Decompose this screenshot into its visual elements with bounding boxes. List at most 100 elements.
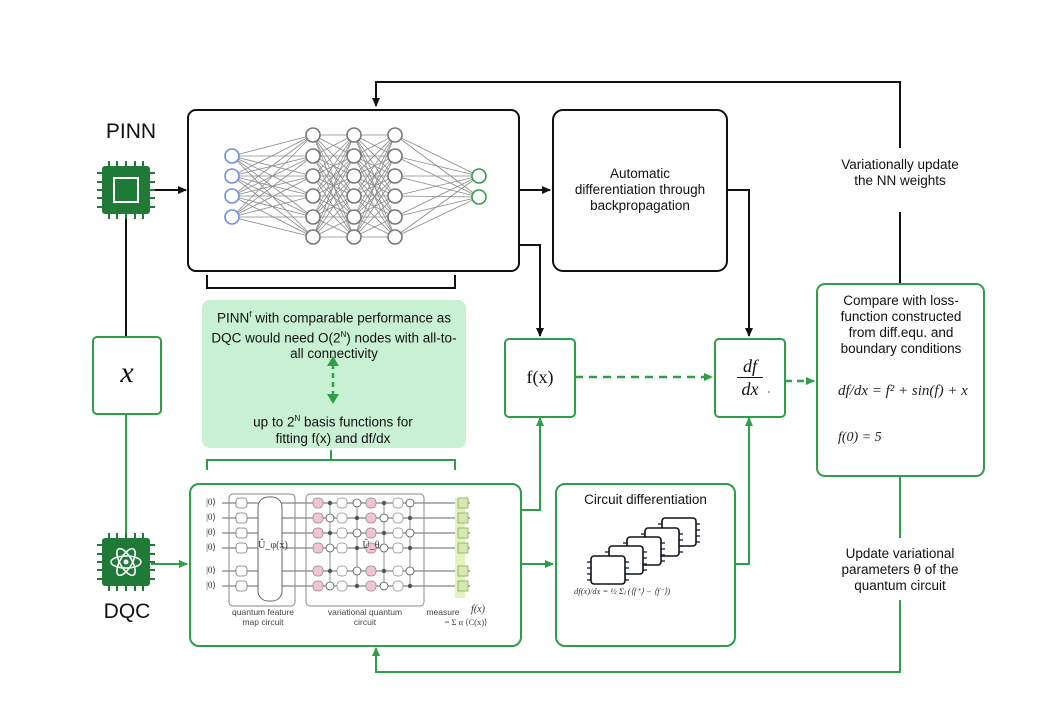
cnot-control — [381, 568, 387, 574]
nn-node — [305, 209, 321, 225]
feature-map-block — [228, 493, 296, 607]
cnot-target — [352, 498, 362, 508]
encoding-gate — [235, 497, 248, 509]
cnot-control — [327, 530, 333, 536]
nn-edge — [312, 195, 355, 238]
variational-gate — [392, 497, 404, 509]
nn-edge — [394, 175, 480, 198]
dfdx-box — [714, 338, 786, 418]
cnot-target — [405, 528, 415, 538]
variational-gate — [365, 542, 377, 554]
variational-gate — [392, 580, 404, 592]
measurement-box — [457, 580, 469, 592]
pinn-note-text: PINNf with comparable performance as DQC… — [211, 310, 457, 361]
feature-map-caption: quantum feature map circuit — [232, 607, 294, 627]
cnot-control — [354, 545, 360, 551]
variational-gate — [336, 565, 348, 577]
cnot-target — [379, 513, 389, 523]
nn-edge — [231, 134, 314, 218]
variational-gate — [392, 527, 404, 539]
ket-zero-label: |0⟩ — [206, 565, 216, 575]
nn-edge — [353, 134, 396, 197]
variational-gate — [336, 512, 348, 524]
variational-gate — [365, 512, 377, 524]
basis-note-text: up to 2N basis functions for fitting f(x… — [253, 414, 413, 446]
cnot-control — [327, 568, 333, 574]
encoding-gate — [235, 580, 248, 592]
measure-sum: = Σ α ⟨C(x)⟩ — [444, 617, 488, 627]
var-update-nn-text: Variationally update the NN weights — [841, 157, 959, 188]
ket-zero-label: |0⟩ — [206, 497, 216, 507]
compare-box — [816, 283, 985, 477]
encoding-gate — [235, 527, 248, 539]
cnot-target — [352, 528, 362, 538]
nn-node — [346, 209, 362, 225]
nn-edge — [394, 155, 480, 177]
encoding-gate — [235, 512, 248, 524]
cnot-control — [327, 500, 333, 506]
nn-edge — [394, 175, 480, 238]
nn-edge — [231, 216, 314, 238]
cnot-control — [381, 530, 387, 536]
nn-node — [387, 127, 403, 143]
note-double-arrow — [327, 356, 339, 404]
variational-gate — [392, 512, 404, 524]
nn-edge — [394, 196, 480, 218]
quantum-circuit — [222, 493, 470, 607]
nn-edge — [353, 175, 396, 238]
cnot-target — [325, 513, 335, 523]
nn-node — [346, 148, 362, 164]
nn-node — [346, 127, 362, 143]
nn-node — [224, 168, 240, 184]
variational-gate — [312, 497, 324, 509]
variational-gate — [392, 565, 404, 577]
dqc-label: DQC — [103, 600, 151, 623]
auto-diff-box — [552, 109, 728, 272]
nn-node — [305, 168, 321, 184]
x-variable: x — [120, 356, 134, 389]
cnot-control — [354, 583, 360, 589]
feature-map-operator: Û_φ(x) — [258, 540, 288, 551]
nn-node — [305, 229, 321, 245]
measurement-box — [457, 512, 469, 524]
cnot-control — [407, 515, 413, 521]
cnot-control — [381, 500, 387, 506]
cnot-target — [352, 566, 362, 576]
nn-node — [387, 148, 403, 164]
update-params-text: Update variational parameters θ of the q… — [841, 546, 959, 593]
nn-node — [224, 148, 240, 164]
circuit-cards-icon — [587, 517, 700, 585]
atom-chip-icon — [97, 533, 155, 591]
dfdx-numerator: df — [742, 356, 757, 376]
ket-zero-label: |0⟩ — [206, 527, 216, 537]
nn-node — [346, 229, 362, 245]
nn-edge — [353, 134, 396, 218]
cnot-target — [325, 543, 335, 553]
nn-node — [224, 188, 240, 204]
fx-box — [504, 338, 576, 418]
nn-edge — [394, 175, 480, 218]
boundary-condition: f(0) = 5 — [838, 430, 882, 445]
measurement-box — [457, 527, 469, 539]
nn-edge — [394, 134, 480, 177]
diff-equation: df/dx = f² + sin(f) + x — [838, 383, 968, 399]
nn-edge — [394, 175, 480, 197]
cnot-control — [354, 515, 360, 521]
variational-caption: variational quantum circuit — [327, 607, 403, 627]
cnot-target — [405, 566, 415, 576]
variational-gate — [312, 512, 324, 524]
compare-loss-text: Compare with loss-function constructed f… — [840, 293, 962, 356]
nn-edge — [231, 134, 314, 157]
nn-edge — [312, 134, 355, 197]
measure-caption: measure — [426, 607, 460, 617]
variational-gate — [336, 527, 348, 539]
cnot-control — [407, 545, 413, 551]
nn-node — [471, 189, 487, 205]
nn-node — [305, 188, 321, 204]
nn-edge — [312, 155, 355, 238]
variational-gate — [365, 565, 377, 577]
variational-gate — [365, 497, 377, 509]
nn-node — [387, 209, 403, 225]
nn-node — [387, 229, 403, 245]
